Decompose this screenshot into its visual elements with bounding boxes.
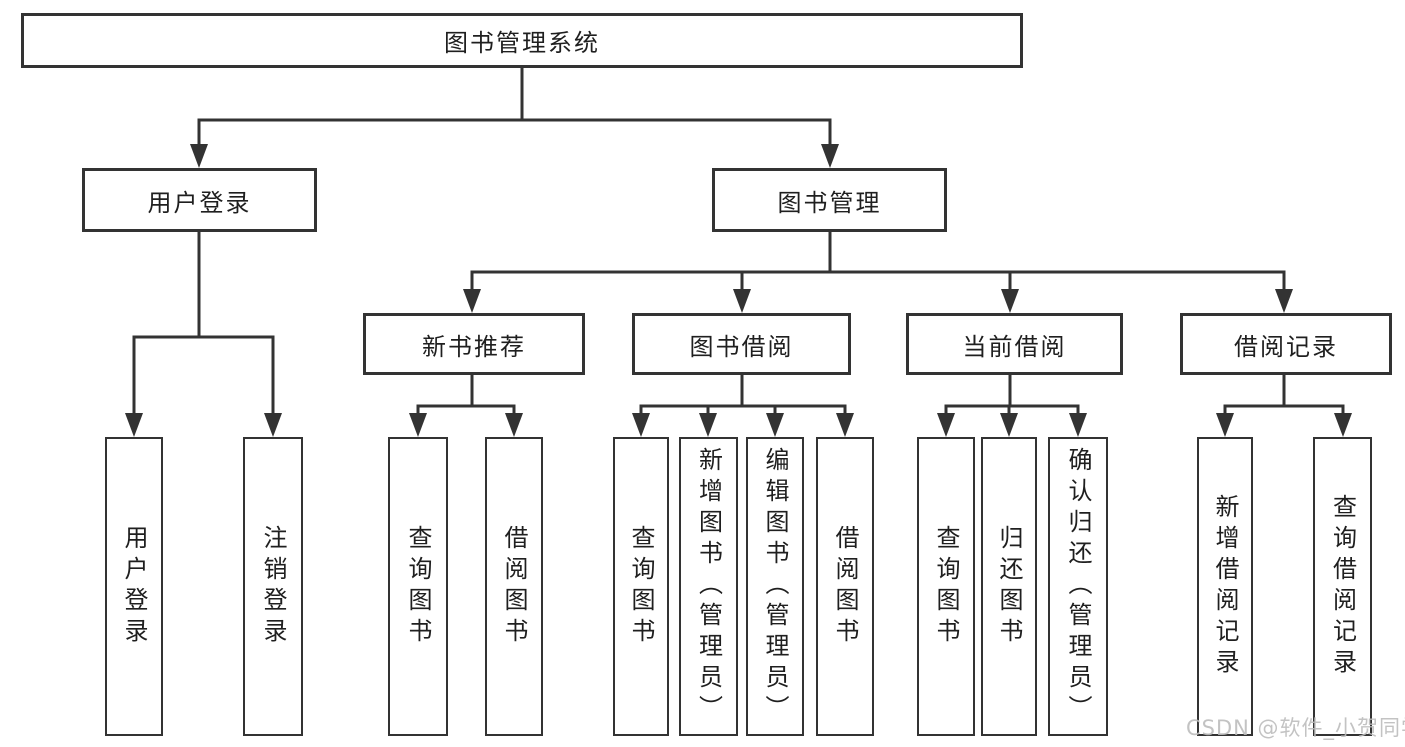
leaf-query-borrow-record-label: 查询借阅记录 <box>1328 493 1357 680</box>
node-root-system-label: 图书管理系统 <box>444 29 600 57</box>
node-root-system: 图书管理系统 <box>21 13 1023 68</box>
leaf-add-books-admin-label: 新增图书（管理员） <box>694 447 723 726</box>
leaf-query-books-recommend-label: 查询图书 <box>404 524 432 649</box>
node-current-borrowing: 当前借阅 <box>906 313 1123 375</box>
leaf-borrow-books-borrowing: 借阅图书 <box>816 437 874 736</box>
leaf-return-books: 归还图书 <box>981 437 1037 736</box>
csdn-watermark: CSDN @软件_小贺同学 <box>1186 716 1405 740</box>
node-current-borrowing-label: 当前借阅 <box>962 332 1067 361</box>
node-borrowing-records-label: 借阅记录 <box>1234 332 1338 361</box>
leaf-user-login: 用户登录 <box>105 437 163 736</box>
connector-current-borrowing-to-leaves <box>937 375 1087 437</box>
leaf-return-books-label: 归还图书 <box>995 524 1023 649</box>
leaf-query-books-borrowing-label: 查询图书 <box>627 524 655 649</box>
leaf-query-books-recommend: 查询图书 <box>388 437 448 736</box>
connector-book-management-to-level3 <box>463 232 1293 313</box>
node-borrowing-records: 借阅记录 <box>1180 313 1392 375</box>
leaf-logout-label: 注销登录 <box>259 524 287 649</box>
node-new-book-recommend-label: 新书推荐 <box>422 332 526 361</box>
leaf-query-books-borrowing: 查询图书 <box>613 437 669 736</box>
leaf-add-borrow-record-label: 新增借阅记录 <box>1211 493 1239 680</box>
node-book-management: 图书管理 <box>712 168 947 232</box>
leaf-logout: 注销登录 <box>243 437 303 736</box>
leaf-borrow-books-borrowing-label: 借阅图书 <box>831 524 859 649</box>
node-user-login: 用户登录 <box>82 168 317 232</box>
leaf-edit-books-admin: 编辑图书（管理员） <box>746 437 804 736</box>
node-user-login-label: 用户登录 <box>147 188 252 217</box>
leaf-query-books-current-label: 查询图书 <box>932 524 960 649</box>
leaf-add-books-admin: 新增图书（管理员） <box>679 437 738 736</box>
connector-new-book-recommend-to-leaves <box>409 375 523 437</box>
node-book-borrowing: 图书借阅 <box>632 313 851 375</box>
connector-user-login-to-leaves <box>125 232 282 437</box>
leaf-edit-books-admin-label: 编辑图书（管理员） <box>761 447 789 726</box>
connector-book-borrowing-to-leaves <box>632 375 854 437</box>
connector-root-to-level2 <box>190 68 839 168</box>
node-book-management-label: 图书管理 <box>777 188 882 217</box>
leaf-add-borrow-record: 新增借阅记录 <box>1197 437 1253 736</box>
connector-borrowing-records-to-leaves <box>1216 375 1352 437</box>
leaf-query-books-current: 查询图书 <box>917 437 975 736</box>
node-book-borrowing-label: 图书借阅 <box>689 332 794 361</box>
leaf-query-borrow-record: 查询借阅记录 <box>1313 437 1372 736</box>
leaf-borrow-books-recommend: 借阅图书 <box>485 437 543 736</box>
leaf-confirm-return-admin-label: 确认归还（管理员） <box>1064 447 1092 726</box>
leaf-confirm-return-admin: 确认归还（管理员） <box>1048 437 1108 736</box>
node-new-book-recommend: 新书推荐 <box>363 313 585 375</box>
leaf-user-login-label: 用户登录 <box>120 524 148 649</box>
leaf-borrow-books-recommend-label: 借阅图书 <box>500 524 528 649</box>
